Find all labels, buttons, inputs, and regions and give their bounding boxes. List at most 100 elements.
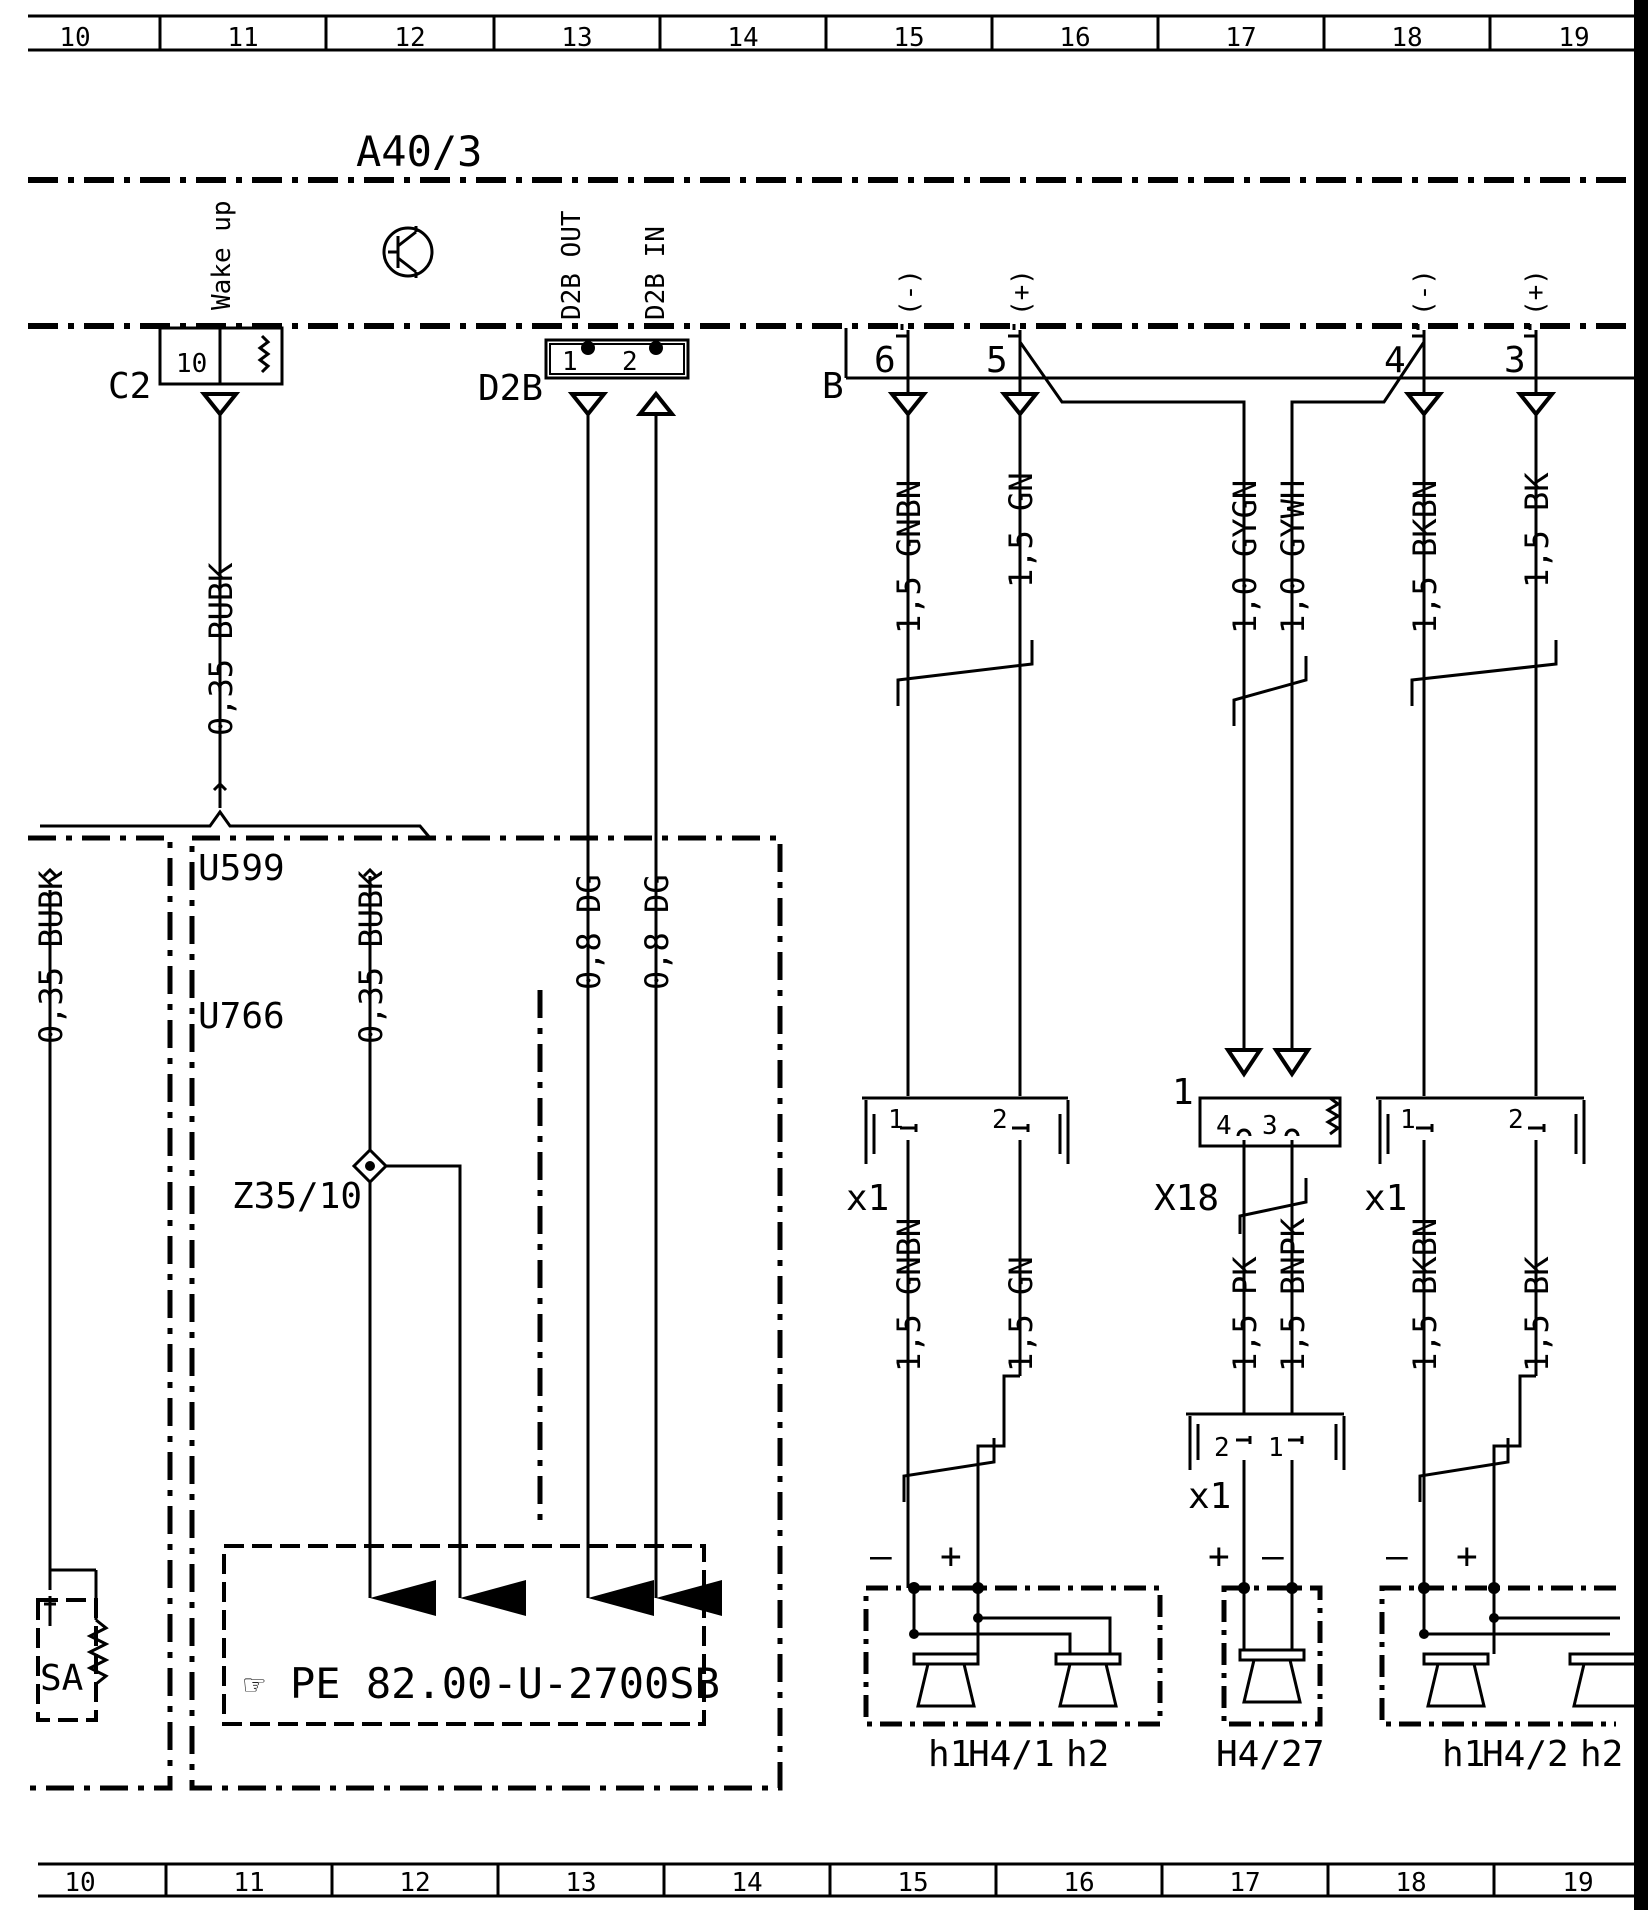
grid-top-3: 13 (561, 23, 592, 53)
x1-mid-name: x1 (1188, 1476, 1231, 1517)
wire-label-gygn: 1,0 GYGN (1226, 480, 1264, 634)
transistor-icon (382, 226, 434, 278)
wire-label-b4-top: 1,5 BKBN (1406, 480, 1444, 634)
x1-right-name: x1 (1364, 1178, 1407, 1219)
h42-minus: – (1386, 1536, 1408, 1577)
x1-mid-pin1: 1 (1268, 1433, 1284, 1463)
d2b-name-label: D2B (478, 368, 543, 409)
grid-top-1: 11 (227, 23, 258, 53)
b-pin-5: 5 (986, 340, 1008, 381)
d2b-connector: D2B OUT D2B IN 1 2 D2B (478, 210, 690, 418)
d2b-wire-label-1: 0,8 DG (570, 874, 608, 990)
speaker-h4-2: – + h1 H4/2 h2 (1379, 1536, 1634, 1775)
speaker-icon (912, 1652, 1122, 1708)
grid-labels-top: 10 11 12 13 14 15 16 17 18 19 (59, 23, 1589, 53)
b-sig-6: (-) (895, 269, 925, 316)
grid-bottom-7: 17 (1229, 1868, 1260, 1898)
pointer-icon: ☞ (244, 1665, 265, 1705)
lower-wires (902, 1140, 1538, 1588)
b-connector: B (-) (+) (-) (+) 6 5 4 3 (822, 269, 1634, 418)
h427-plus: + (1208, 1536, 1230, 1577)
x1-right-pin1: 1 (1400, 1105, 1416, 1135)
speaker-h4-1: – + h1 H4/1 h2 (863, 1536, 1163, 1775)
h42-h1: h1 (1442, 1734, 1485, 1775)
sa-component: SA (36, 1568, 110, 1722)
h41-h2: h2 (1066, 1734, 1109, 1775)
grid-bottom-5: 15 (897, 1868, 928, 1898)
h42-h2: h2 (1580, 1734, 1623, 1775)
d2b-out-label: D2B OUT (557, 210, 587, 320)
d2b-in-label: D2B IN (641, 226, 671, 320)
x18-num: 1 (1172, 1072, 1194, 1113)
grid-top-0: 10 (59, 23, 90, 53)
wire-label-b3-bot: 1,5 BK (1518, 1256, 1556, 1372)
reference-box (222, 1544, 706, 1726)
x1-mid-pin2: 2 (1214, 1433, 1230, 1463)
h41-minus: – (870, 1536, 892, 1577)
h41-h1: h1 (928, 1734, 971, 1775)
h41-plus: + (940, 1536, 962, 1577)
x18-pin3: 3 (1262, 1111, 1278, 1141)
h42-plus: + (1456, 1536, 1478, 1577)
h41-name: H4/1 (968, 1734, 1055, 1775)
b-pin-3: 3 (1504, 340, 1526, 381)
c2-signal-label: Wake up (207, 200, 237, 310)
x18-connector: 1 4 3 X18 (1154, 1048, 1342, 1219)
splice-label: Z35/10 (232, 1176, 362, 1217)
wire-label-b3-top: 1,5 BK (1518, 472, 1556, 588)
b-sig-4: (-) (1409, 269, 1439, 316)
grid-strip-top (28, 14, 1634, 52)
u599-wire-label: 0,35 BUBK (352, 870, 390, 1044)
module-label: A40/3 (356, 127, 482, 176)
reference-label: PE 82.00-U-2700SB (290, 1659, 720, 1708)
grid-bottom-3: 13 (565, 1868, 596, 1898)
b-sig-3: (+) (1521, 269, 1551, 316)
grid-bottom-8: 18 (1395, 1868, 1426, 1898)
wire-label-b5-bot: 1,5 GN (1002, 1256, 1040, 1372)
u599-label: U599 (198, 848, 285, 889)
grid-bottom-1: 11 (233, 1868, 264, 1898)
b-name-label: B (822, 366, 844, 407)
wire-label-bnpk: 1,5 BNPK (1274, 1217, 1312, 1372)
c2-name-label: C2 (108, 366, 151, 407)
sa-label: SA (40, 1658, 84, 1699)
d2b-wire-label-2: 0,8 DG (638, 874, 676, 990)
page-right-border (1634, 0, 1648, 1910)
c2-connector: Wake up 10 C2 (108, 200, 284, 418)
h427-name: H4/27 (1216, 1734, 1324, 1775)
wire-label-gywh: 1,0 GYWH (1274, 480, 1312, 634)
x1-mid-connector: 2 1 x1 (1186, 1412, 1346, 1517)
grid-top-4: 14 (727, 23, 758, 53)
b-pin-6: 6 (874, 340, 896, 381)
grid-top-6: 16 (1059, 23, 1090, 53)
d2b-pin2: 2 (622, 347, 638, 377)
c2-pin-label: 10 (176, 349, 207, 379)
outer-dashed-left (28, 835, 173, 1791)
upper-wires (896, 414, 1558, 1096)
u599-box (189, 835, 783, 1791)
grid-bottom-4: 14 (731, 1868, 762, 1898)
wire-label-pk: 1,5 PK (1226, 1256, 1264, 1372)
wire-label-b6-bot: 1,5 GNBN (890, 1218, 928, 1372)
x1-right-pin2: 2 (1508, 1105, 1524, 1135)
grid-top-8: 18 (1391, 23, 1422, 53)
x1-right-connector: 1 2 x1 (1364, 1096, 1586, 1219)
grid-bottom-0: 10 (64, 1868, 95, 1898)
speaker-icon (1422, 1652, 1634, 1708)
grid-top-2: 12 (394, 23, 425, 53)
wire-label-b5-top: 1,5 GN (1002, 472, 1040, 588)
h42-name: H4/2 (1482, 1734, 1569, 1775)
speaker-h4-27: + – H4/27 (1208, 1536, 1324, 1775)
c2-wire-label: 0,35 BUBK (202, 562, 240, 736)
x1-left-name: x1 (846, 1178, 889, 1219)
grid-top-7: 17 (1225, 23, 1256, 53)
grid-strip-bottom (38, 1862, 1634, 1898)
b-pin-4: 4 (1384, 340, 1406, 381)
bus-bracket (40, 809, 432, 839)
x1-left-connector: 1 2 x1 (846, 1096, 1070, 1219)
grid-labels-bottom: 10 11 12 13 14 15 16 17 18 19 (64, 1868, 1593, 1898)
u766-label: U766 (198, 996, 285, 1037)
d2b-pin1: 1 (562, 347, 578, 377)
x1-left-pin2: 2 (992, 1105, 1008, 1135)
grid-top-9: 19 (1558, 23, 1589, 53)
